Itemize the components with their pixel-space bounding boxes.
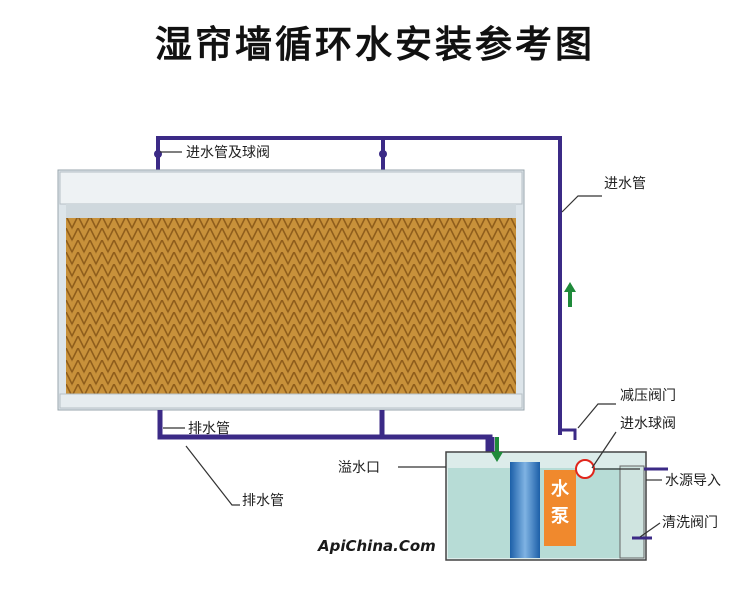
pump-label-2: 泵 — [551, 506, 569, 527]
water-pump: 水 泵 — [544, 470, 576, 546]
watermark: ApiChina.Com — [317, 537, 436, 555]
label-cleaning-valve: 清洗阀门 — [662, 515, 718, 531]
pump-label-1: 水 — [551, 478, 570, 500]
label-drain-pipe-top: 排水管 — [188, 421, 230, 437]
label-inlet-pipe-ball-valve: 进水管及球阀 — [186, 145, 270, 161]
blue-baffle — [510, 462, 540, 558]
label-water-source-inlet: 水源导入 — [665, 473, 721, 489]
label-overflow-port: 溢水口 — [338, 460, 380, 476]
wet-curtain-wall — [57, 169, 525, 411]
ball-valve-left — [154, 150, 162, 158]
label-inlet-pipe: 进水管 — [604, 176, 646, 192]
label-inlet-ball-valve: 进水球阀 — [620, 416, 676, 432]
label-drain-pipe-bottom: 排水管 — [242, 493, 284, 509]
flow-arrow-down — [491, 437, 503, 462]
flow-arrow-up — [564, 282, 576, 307]
pressure-reducing-valve — [560, 428, 577, 440]
float-ball-valve — [575, 459, 595, 479]
cooling-pad — [66, 218, 516, 394]
ball-valve-right — [379, 150, 387, 158]
leader-lines — [160, 151, 662, 538]
label-pressure-reducing-valve: 减压阀门 — [620, 388, 676, 404]
diagram-title: 湿帘墙循环水安装参考图 — [155, 23, 595, 66]
